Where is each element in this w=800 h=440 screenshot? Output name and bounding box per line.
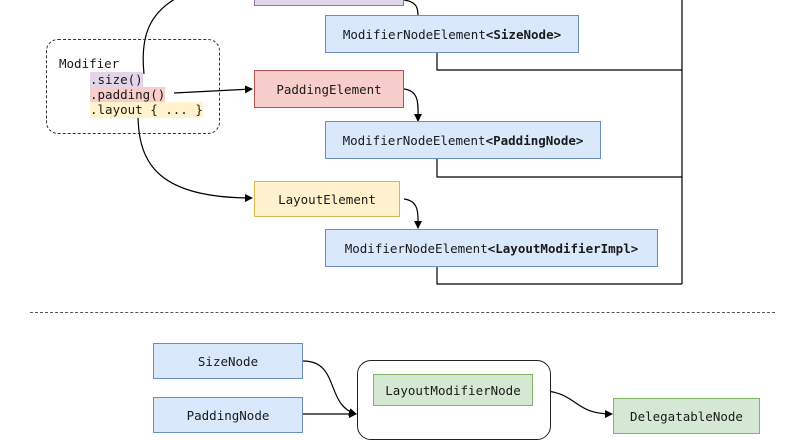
layout-node-element: ModifierNodeElement<LayoutModifierImpl>	[325, 229, 658, 267]
padding-call-connector	[173, 85, 253, 94]
layout-element-node: LayoutElement	[254, 181, 400, 217]
layout-call-connector	[137, 113, 253, 202]
size-call: .size()	[90, 72, 143, 88]
size-node-connector	[302, 360, 357, 416]
modifier-group	[46, 39, 220, 134]
chain-link-layout	[436, 267, 682, 285]
padding-node-element-prefix: ModifierNodeElement	[342, 132, 486, 148]
padding-node-element: ModifierNodeElement<PaddingNode>	[325, 121, 601, 159]
padding-node-element-generic: <PaddingNode>	[485, 132, 584, 148]
size-node-element-generic: <SizeNode>	[485, 26, 562, 42]
section-divider	[30, 312, 775, 313]
layout-element-label: LayoutElement	[278, 191, 376, 207]
modifier-label: Modifier	[59, 56, 120, 71]
chain-link-size	[436, 53, 682, 71]
padding-element-node: PaddingElement	[254, 70, 404, 108]
layout-node-element-generic: <LayoutModifierImpl>	[487, 240, 639, 256]
size-node: SizeNode	[153, 343, 303, 379]
padding-element-connector	[403, 88, 423, 122]
size-call-connector	[142, 0, 175, 75]
chain-link-padding	[436, 159, 682, 178]
layout-modifier-node-label: LayoutModifierNode	[385, 382, 521, 398]
padding-node-label: PaddingNode	[186, 407, 270, 423]
size-node-element: ModifierNodeElement<SizeNode>	[325, 15, 579, 53]
layout-element-connector	[403, 198, 423, 229]
layout-modifier-node: LayoutModifierNode	[373, 374, 533, 406]
size-node-element-prefix: ModifierNodeElement	[342, 26, 486, 42]
padding-call: .padding()	[90, 87, 166, 103]
delegatable-node: DelegatableNode	[613, 398, 760, 434]
size-node-label: SizeNode	[197, 353, 259, 369]
padding-element-label: PaddingElement	[276, 81, 382, 97]
padding-node: PaddingNode	[153, 397, 303, 433]
size-element-node	[254, 0, 404, 6]
layout-node-element-prefix: ModifierNodeElement	[344, 240, 488, 256]
layout-call: .layout { ... }	[90, 102, 203, 118]
connector-lines	[137, 0, 683, 418]
delegatable-node-label: DelegatableNode	[630, 408, 743, 424]
